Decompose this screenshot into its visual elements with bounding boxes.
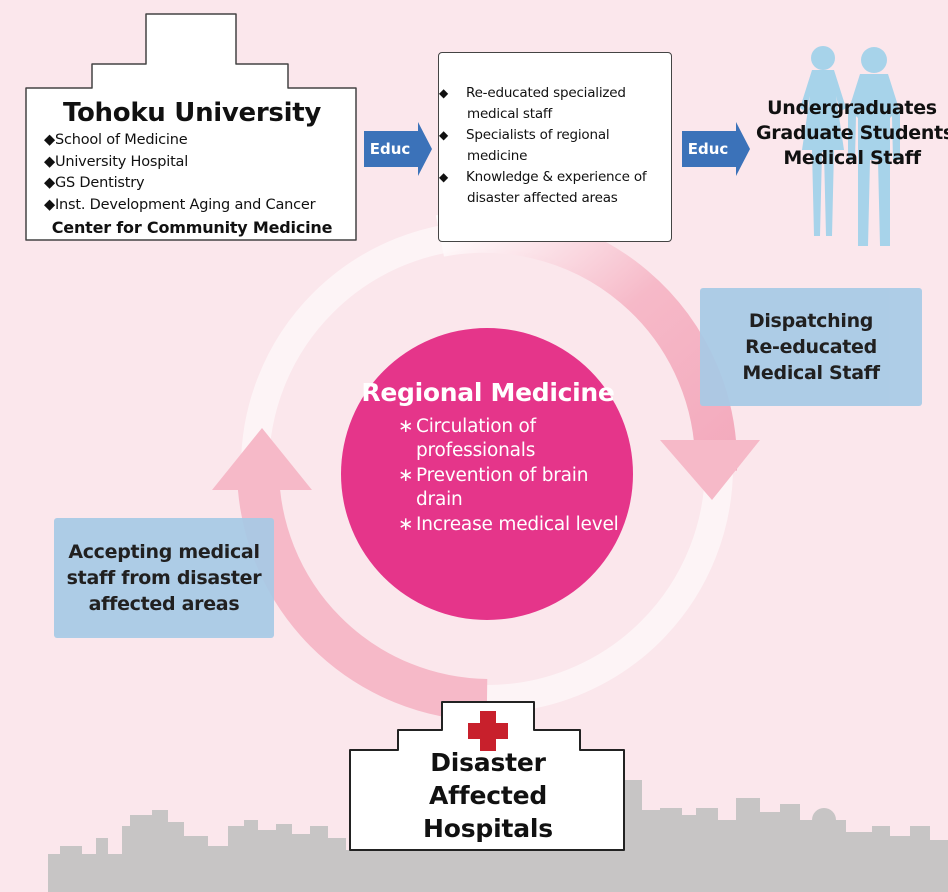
students-label: Undergraduates Graduate Students Medical… — [756, 96, 948, 171]
educ-arrow-label: Educ — [687, 140, 729, 158]
dispatch-line: Medical Staff — [742, 362, 880, 384]
students-line: Medical Staff — [783, 147, 921, 169]
university-building-shape — [25, 13, 357, 241]
diamond-bullet-icon: ◆ — [44, 132, 55, 148]
hospital-building-shape — [349, 701, 625, 851]
asterisk-bullet-icon: ∗ — [398, 416, 414, 437]
diamond-bullet-icon: ◆ — [439, 170, 449, 184]
diamond-bullet-icon: ◆ — [439, 86, 449, 100]
asterisk-bullet-icon: ∗ — [398, 514, 414, 535]
reeducated-item: ◆Re-educated specialized medical staff — [439, 85, 626, 122]
center-for-community-medicine: Center for Community Medicine — [51, 218, 333, 237]
educ-arrow-label: Educ — [369, 140, 411, 158]
educ-arrow-1-shape — [364, 122, 432, 176]
students-line: Graduate Students — [756, 122, 948, 144]
reeducated-items: ◆Re-educated specialized medical staff ◆… — [439, 83, 663, 209]
diamond-bullet-icon: ◆ — [44, 175, 55, 191]
regional-item: ∗Prevention of brain drain — [398, 465, 589, 510]
accept-box: Accepting medical staff from disaster af… — [54, 518, 274, 638]
hospitals-line: Hospitals — [423, 814, 553, 843]
university-items: ◆School of Medicine ◆University Hospital… — [28, 130, 356, 216]
dispatch-line: Re-educated — [745, 336, 877, 358]
reeducated-item: ◆Specialists of regional medicine — [439, 127, 610, 164]
accept-line: staff from disaster — [66, 567, 262, 589]
dispatch-box: Dispatching Re-educated Medical Staff — [700, 288, 922, 406]
hospitals-line: Affected — [428, 781, 548, 810]
regional-item: ∗Circulation of professionals — [398, 416, 536, 461]
university-title: Tohoku University — [63, 98, 321, 128]
diamond-bullet-icon: ◆ — [439, 128, 449, 142]
educ-arrow-2-shape — [682, 122, 750, 176]
educ-arrow-2: Educ — [682, 130, 750, 168]
diamond-bullet-icon: ◆ — [44, 153, 55, 170]
regional-item: ∗Increase medical level — [398, 514, 619, 535]
diamond-bullet-icon: ◆ — [44, 196, 55, 213]
university-item: ◆University Hospital — [44, 153, 189, 170]
accept-line: Accepting medical — [68, 541, 260, 563]
reeducated-staff-panel: ◆Re-educated specialized medical staff ◆… — [438, 52, 672, 242]
hospitals-label: Disaster Affected Hospitals — [352, 746, 624, 845]
reeducated-item: ◆Knowledge & experience of disaster affe… — [439, 169, 647, 206]
educ-arrow-1: Educ — [364, 130, 432, 168]
hospitals-line: Disaster — [430, 748, 546, 777]
students-line: Undergraduates — [767, 97, 937, 119]
red-cross-icon — [468, 711, 508, 751]
city-skyline — [48, 768, 948, 892]
regional-medicine-items: ∗Circulation of professionals ∗Preventio… — [344, 415, 632, 537]
university-panel: Tohoku University ◆School of Medicine ◆U… — [28, 92, 356, 240]
accept-line: affected areas — [88, 593, 240, 615]
dispatch-line: Dispatching — [748, 310, 874, 332]
regional-medicine-circle — [341, 328, 633, 620]
regional-medicine-panel: Regional Medicine ∗Circulation of profes… — [344, 378, 632, 538]
university-item: ◆Inst. Development Aging and Cancer — [44, 196, 316, 213]
regional-medicine-title: Regional Medicine — [361, 378, 615, 407]
asterisk-bullet-icon: ∗ — [398, 465, 414, 486]
university-item: ◆School of Medicine — [44, 132, 188, 148]
people-silhouette-icon — [800, 46, 900, 246]
university-item: ◆GS Dentistry — [44, 175, 145, 191]
